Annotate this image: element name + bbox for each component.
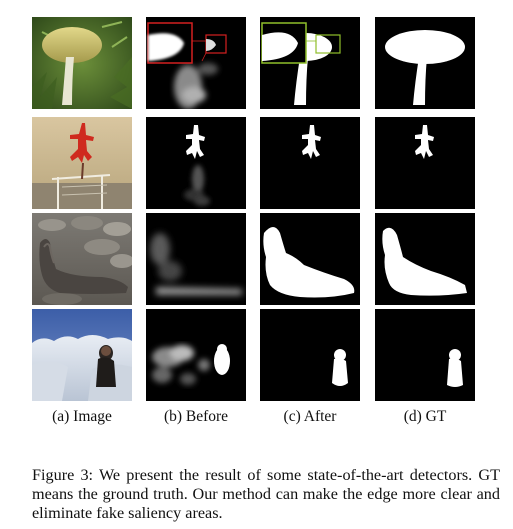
ground-truth-seal — [375, 213, 475, 305]
column-label-before: (b) Before — [163, 408, 229, 425]
saliency-after-seal — [260, 213, 360, 305]
ground-truth-statue — [375, 117, 475, 209]
ground-truth-snow-scene — [375, 309, 475, 401]
photo-seal — [32, 213, 132, 305]
saliency-before-snow-scene — [146, 309, 246, 401]
column-label-after: (c) After — [283, 408, 337, 425]
saliency-after-statue — [260, 117, 360, 209]
saliency-before-statue — [146, 117, 246, 209]
photo-snow-scene — [32, 309, 132, 401]
photo-statue — [32, 117, 132, 209]
column-label-gt: (d) GT — [403, 408, 447, 425]
saliency-before-mushroom — [146, 17, 246, 109]
saliency-after-snow-scene — [260, 309, 360, 401]
ground-truth-mushroom — [375, 17, 475, 109]
figure-grid: (a) Image (b) Before (c) After (d) GT — [32, 17, 475, 425]
column-label-image: (a) Image — [52, 408, 112, 425]
figure-caption: Figure 3: We present the result of some … — [32, 466, 500, 523]
saliency-after-mushroom — [260, 17, 360, 109]
saliency-before-seal — [146, 213, 246, 305]
photo-mushroom — [32, 17, 132, 109]
